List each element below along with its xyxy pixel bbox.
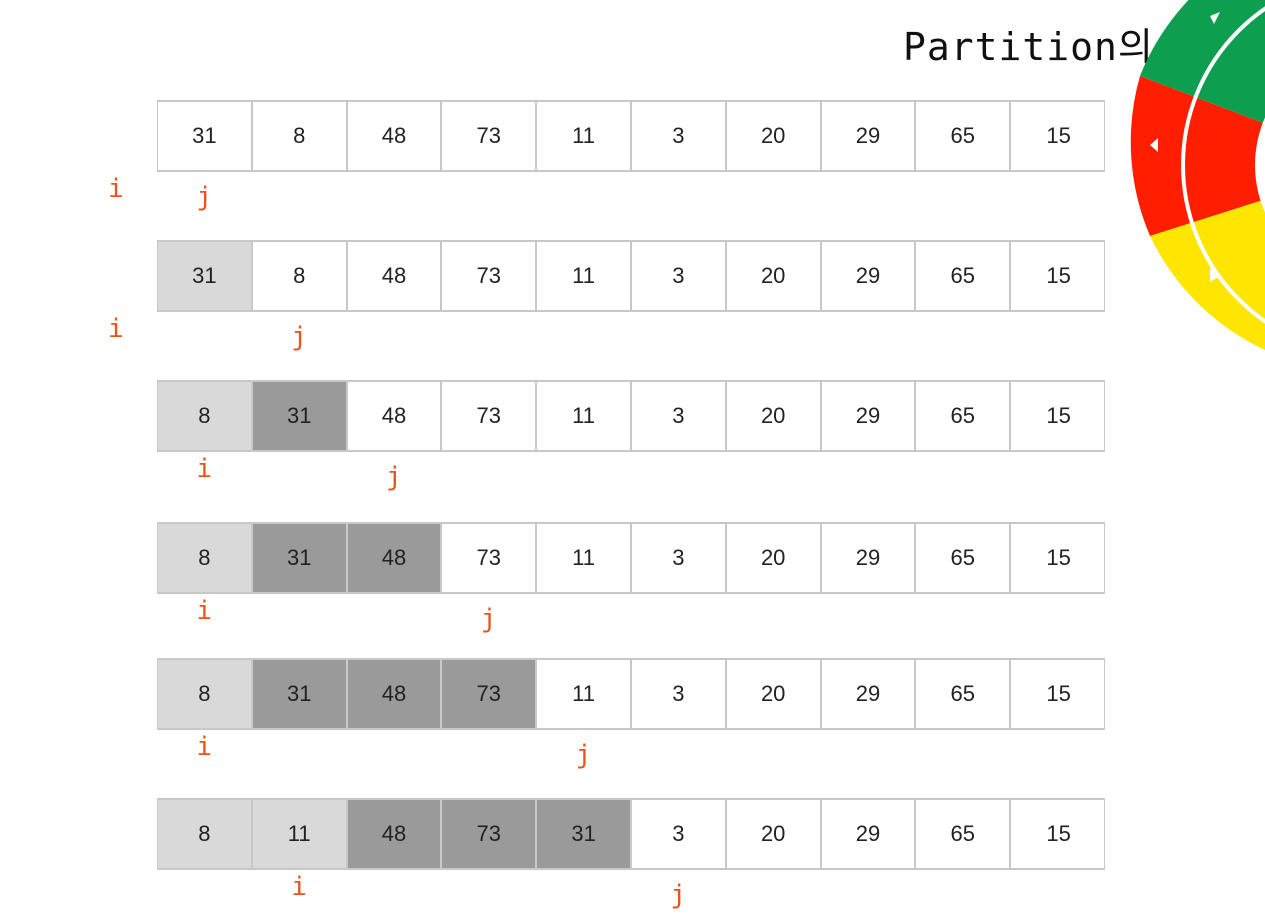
array-cell: 3	[632, 800, 727, 868]
array-cell: 65	[916, 800, 1012, 868]
array-cell: 73	[442, 242, 538, 310]
pointer-i-label: i	[108, 174, 124, 204]
array-cell: 48	[348, 102, 443, 170]
array-cell: 8	[158, 382, 253, 450]
array-cell: 15	[1046, 123, 1071, 148]
array-cell: 3	[632, 660, 727, 728]
pointer-i-label: i	[108, 314, 124, 344]
array-cell: 15	[1046, 403, 1071, 428]
array-cell: 29	[822, 102, 917, 170]
array-cell: 8	[158, 660, 253, 728]
pointer-j-label: j	[196, 182, 213, 212]
wheel-yellow-segment	[1150, 199, 1265, 350]
array-cell: 20	[727, 524, 822, 592]
array-cell: 3	[632, 524, 727, 592]
array-cell: 20	[727, 102, 822, 170]
array-cell: 11	[537, 242, 632, 310]
array-cell: 31	[252, 382, 348, 450]
array-cell: 3	[632, 102, 727, 170]
array-cell: 73	[442, 102, 538, 170]
array-cell: 65	[916, 102, 1012, 170]
pointer-j-label: j	[575, 740, 592, 770]
wheel-green-segment	[1140, 0, 1265, 124]
pointer-j-label: j	[480, 604, 497, 634]
pointer-i-label: i	[291, 872, 307, 902]
array-cell: 29	[822, 660, 917, 728]
pointer-j-label: j	[386, 462, 402, 492]
array-cell: 20	[727, 242, 822, 310]
array-cell: 11	[537, 524, 632, 592]
array-cell: 29	[822, 382, 917, 450]
color-wheel-logo	[1130, 0, 1265, 350]
array-cell: 20	[727, 382, 822, 450]
array-cell: 29	[822, 800, 917, 868]
array-cell: 15	[1046, 821, 1071, 846]
array-cell: 48	[348, 242, 443, 310]
array-cell: 11	[537, 382, 632, 450]
array-cell: 15	[1046, 263, 1071, 288]
array-cell: 8	[253, 102, 348, 170]
wheel-red-segment	[1130, 76, 1265, 236]
array-cell: 8	[158, 524, 253, 592]
array-cell: 8	[253, 242, 348, 310]
array-cell: 11	[537, 102, 632, 170]
array-cell: 65	[916, 382, 1012, 450]
array-cell: 31	[252, 524, 348, 592]
page-title: Partition의	[903, 25, 1154, 69]
array-cell: 48	[347, 524, 443, 592]
array-cell: 29	[822, 242, 917, 310]
pointer-i-label: i	[196, 596, 213, 626]
pointer-i-label: i	[196, 732, 213, 762]
array-cell: 48	[347, 660, 443, 728]
array-cell: 73	[442, 382, 538, 450]
array-cell: 15	[1046, 681, 1071, 706]
array-cell: 20	[727, 800, 822, 868]
array-cell: 20	[727, 660, 822, 728]
array-cell: 11	[537, 660, 632, 728]
array-cell: 15	[1046, 545, 1071, 570]
array-cell: 73	[442, 524, 538, 592]
array-cell: 48	[347, 800, 443, 868]
array-cell: 3	[632, 242, 727, 310]
pointer-j-label: j	[291, 322, 307, 352]
array-cell: 31	[158, 242, 253, 310]
array-cell: 65	[916, 242, 1012, 310]
array-cell: 73	[442, 660, 538, 728]
array-cell: 48	[348, 382, 443, 450]
pointer-j-label: j	[670, 880, 687, 910]
array-cell: 31	[252, 660, 348, 728]
array-cell: 65	[916, 524, 1012, 592]
array-cell: 31	[158, 102, 253, 170]
array-cell: 29	[822, 524, 917, 592]
pointer-i-label: i	[196, 454, 213, 484]
array-cell: 31	[537, 800, 632, 868]
array-cell: 73	[442, 800, 538, 868]
array-cell: 8	[158, 800, 253, 868]
array-cell: 3	[632, 382, 727, 450]
array-cell: 11	[252, 800, 348, 868]
array-cell: 65	[916, 660, 1012, 728]
